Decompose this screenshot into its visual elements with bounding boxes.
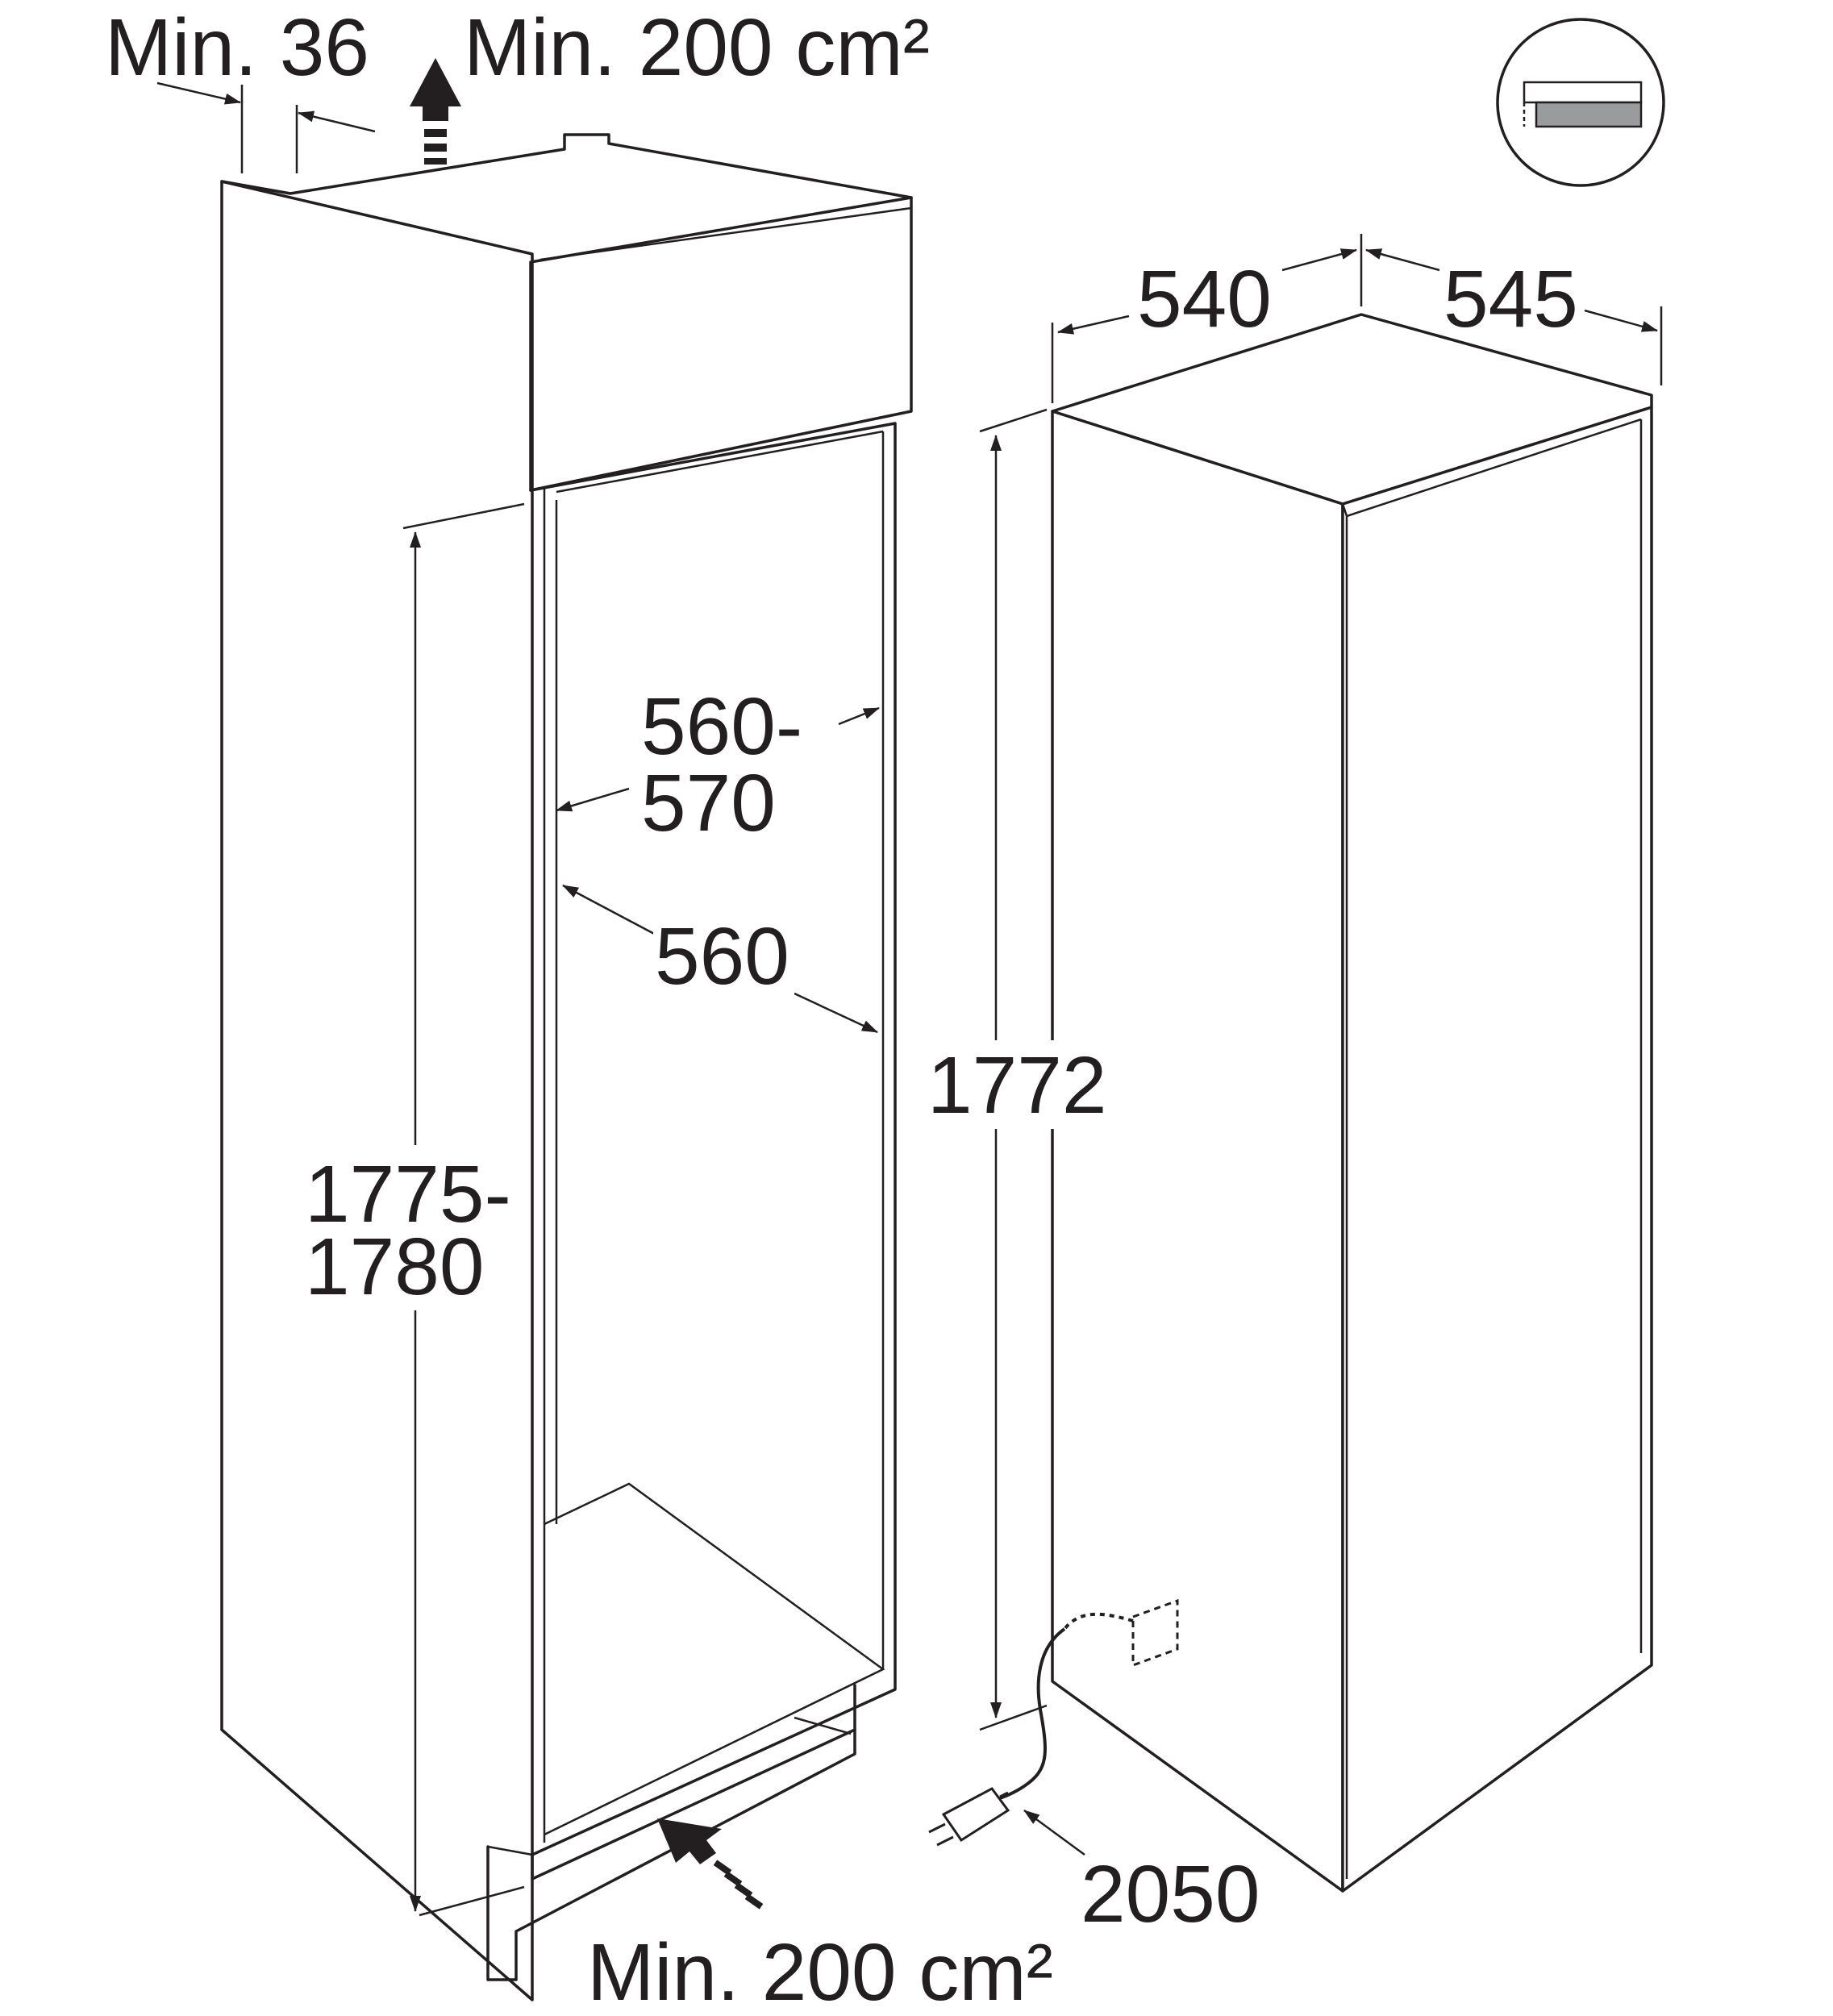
appliance-width-label: 540 (1137, 254, 1272, 344)
niche-depth-dimension: 560 (562, 884, 878, 1034)
cabinet-top-edge (220, 133, 913, 199)
niche-height-label-1: 1775- (305, 1149, 511, 1239)
niche-height-dimension: 1775- 1780 (302, 502, 525, 1917)
plinth-inner-edge (794, 1716, 852, 1735)
cable-length-label: 2050 (1081, 1849, 1260, 1939)
plinth-base (531, 1684, 856, 1881)
up-arrow-icon (410, 58, 461, 165)
appliance-height-dimension: 1772 (927, 408, 1106, 1731)
plinth-floor (486, 1728, 856, 1981)
niche-top-inner (556, 430, 884, 494)
appliance-depth-label: 545 (1443, 254, 1578, 344)
top-vent-label: Min. 200 cm² (464, 2, 930, 93)
top-gap-label: Min. 36 (105, 2, 369, 93)
power-cable (999, 1598, 1179, 1800)
cabinet-side-panel (220, 180, 534, 2001)
flush-mount-icon (1496, 18, 1665, 187)
top-compartment-edge (539, 206, 912, 261)
appliance-side-face (1051, 410, 1344, 1893)
appliance-door (1341, 406, 1653, 1893)
bottom-vent-label: Min. 200 cm² (587, 1927, 1053, 2016)
plinth-edge (487, 1845, 533, 1856)
appliance-height-label: 1772 (927, 1040, 1106, 1131)
niche-floor (544, 1482, 885, 1836)
bottom-vent-arrow (657, 1818, 764, 1910)
appliance-width-dimension: 540 (1051, 234, 1363, 403)
power-plug-icon (928, 1787, 1010, 1847)
niche-width-dimension: 560- 570 (556, 677, 880, 848)
top-compartment-panel (529, 196, 913, 492)
niche-width-label-2: 570 (641, 758, 776, 848)
top-gap-dimension: Min. 36 (105, 2, 376, 173)
cabinet-niche (220, 133, 913, 2001)
appliance-depth-dimension: 545 (1365, 248, 1663, 385)
cable-length-dimension: 2050 (1023, 1809, 1260, 1939)
niche-height-label-2: 1780 (305, 1222, 484, 1312)
door-top-edge (1346, 418, 1642, 518)
niche-width-label-1: 560- (641, 681, 802, 772)
niche-depth-label: 560 (655, 911, 789, 1002)
niche-opening-frame (529, 422, 897, 1856)
appliance-body (1051, 313, 1653, 1893)
